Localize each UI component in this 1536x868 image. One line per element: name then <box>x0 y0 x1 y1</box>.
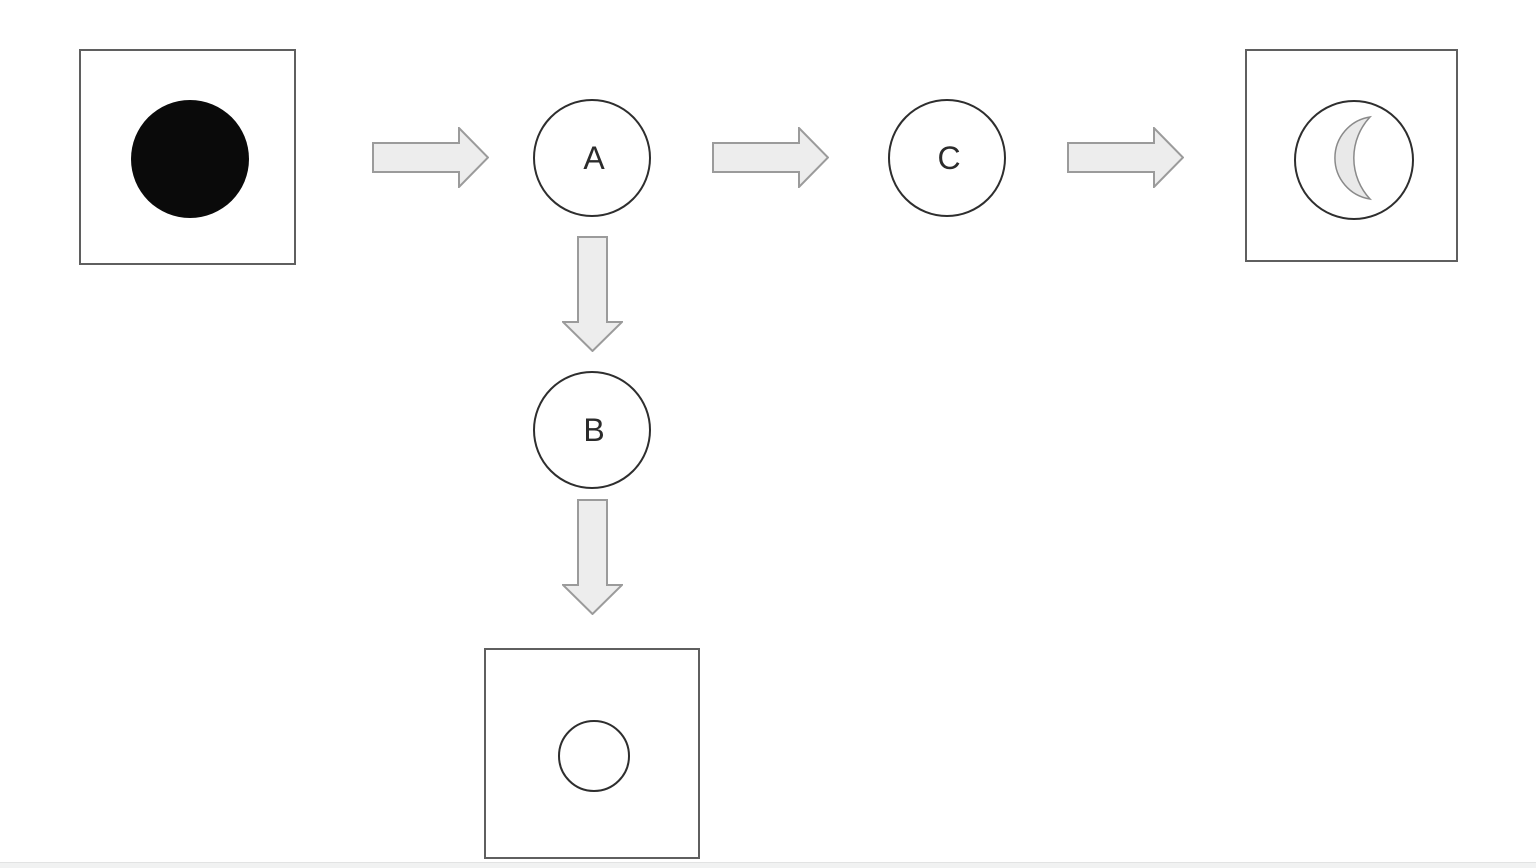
arrow-right-c-to-result-icon <box>1067 127 1184 188</box>
arrow-right-a-to-c-icon <box>712 127 829 188</box>
small-circle-icon <box>558 720 630 792</box>
node-c: C <box>888 99 1006 217</box>
result-box-bottom <box>484 648 700 859</box>
node-b-label: B <box>583 412 605 448</box>
horizontal-scrollbar-track[interactable] <box>0 862 1536 868</box>
arrow-down-b-to-result-icon <box>562 499 623 615</box>
arrow-right-source-to-a-icon <box>372 127 489 188</box>
outline-circle-icon <box>1294 100 1414 220</box>
arrow-down-a-to-b-icon <box>562 236 623 352</box>
crescent-moon-icon <box>1334 115 1373 201</box>
node-a: A <box>533 99 651 217</box>
result-box-right <box>1245 49 1458 262</box>
filled-circle-icon <box>131 100 249 218</box>
node-a-label: A <box>583 140 605 176</box>
node-b: B <box>533 371 651 489</box>
node-c-label: C <box>937 140 961 176</box>
source-box <box>79 49 296 265</box>
